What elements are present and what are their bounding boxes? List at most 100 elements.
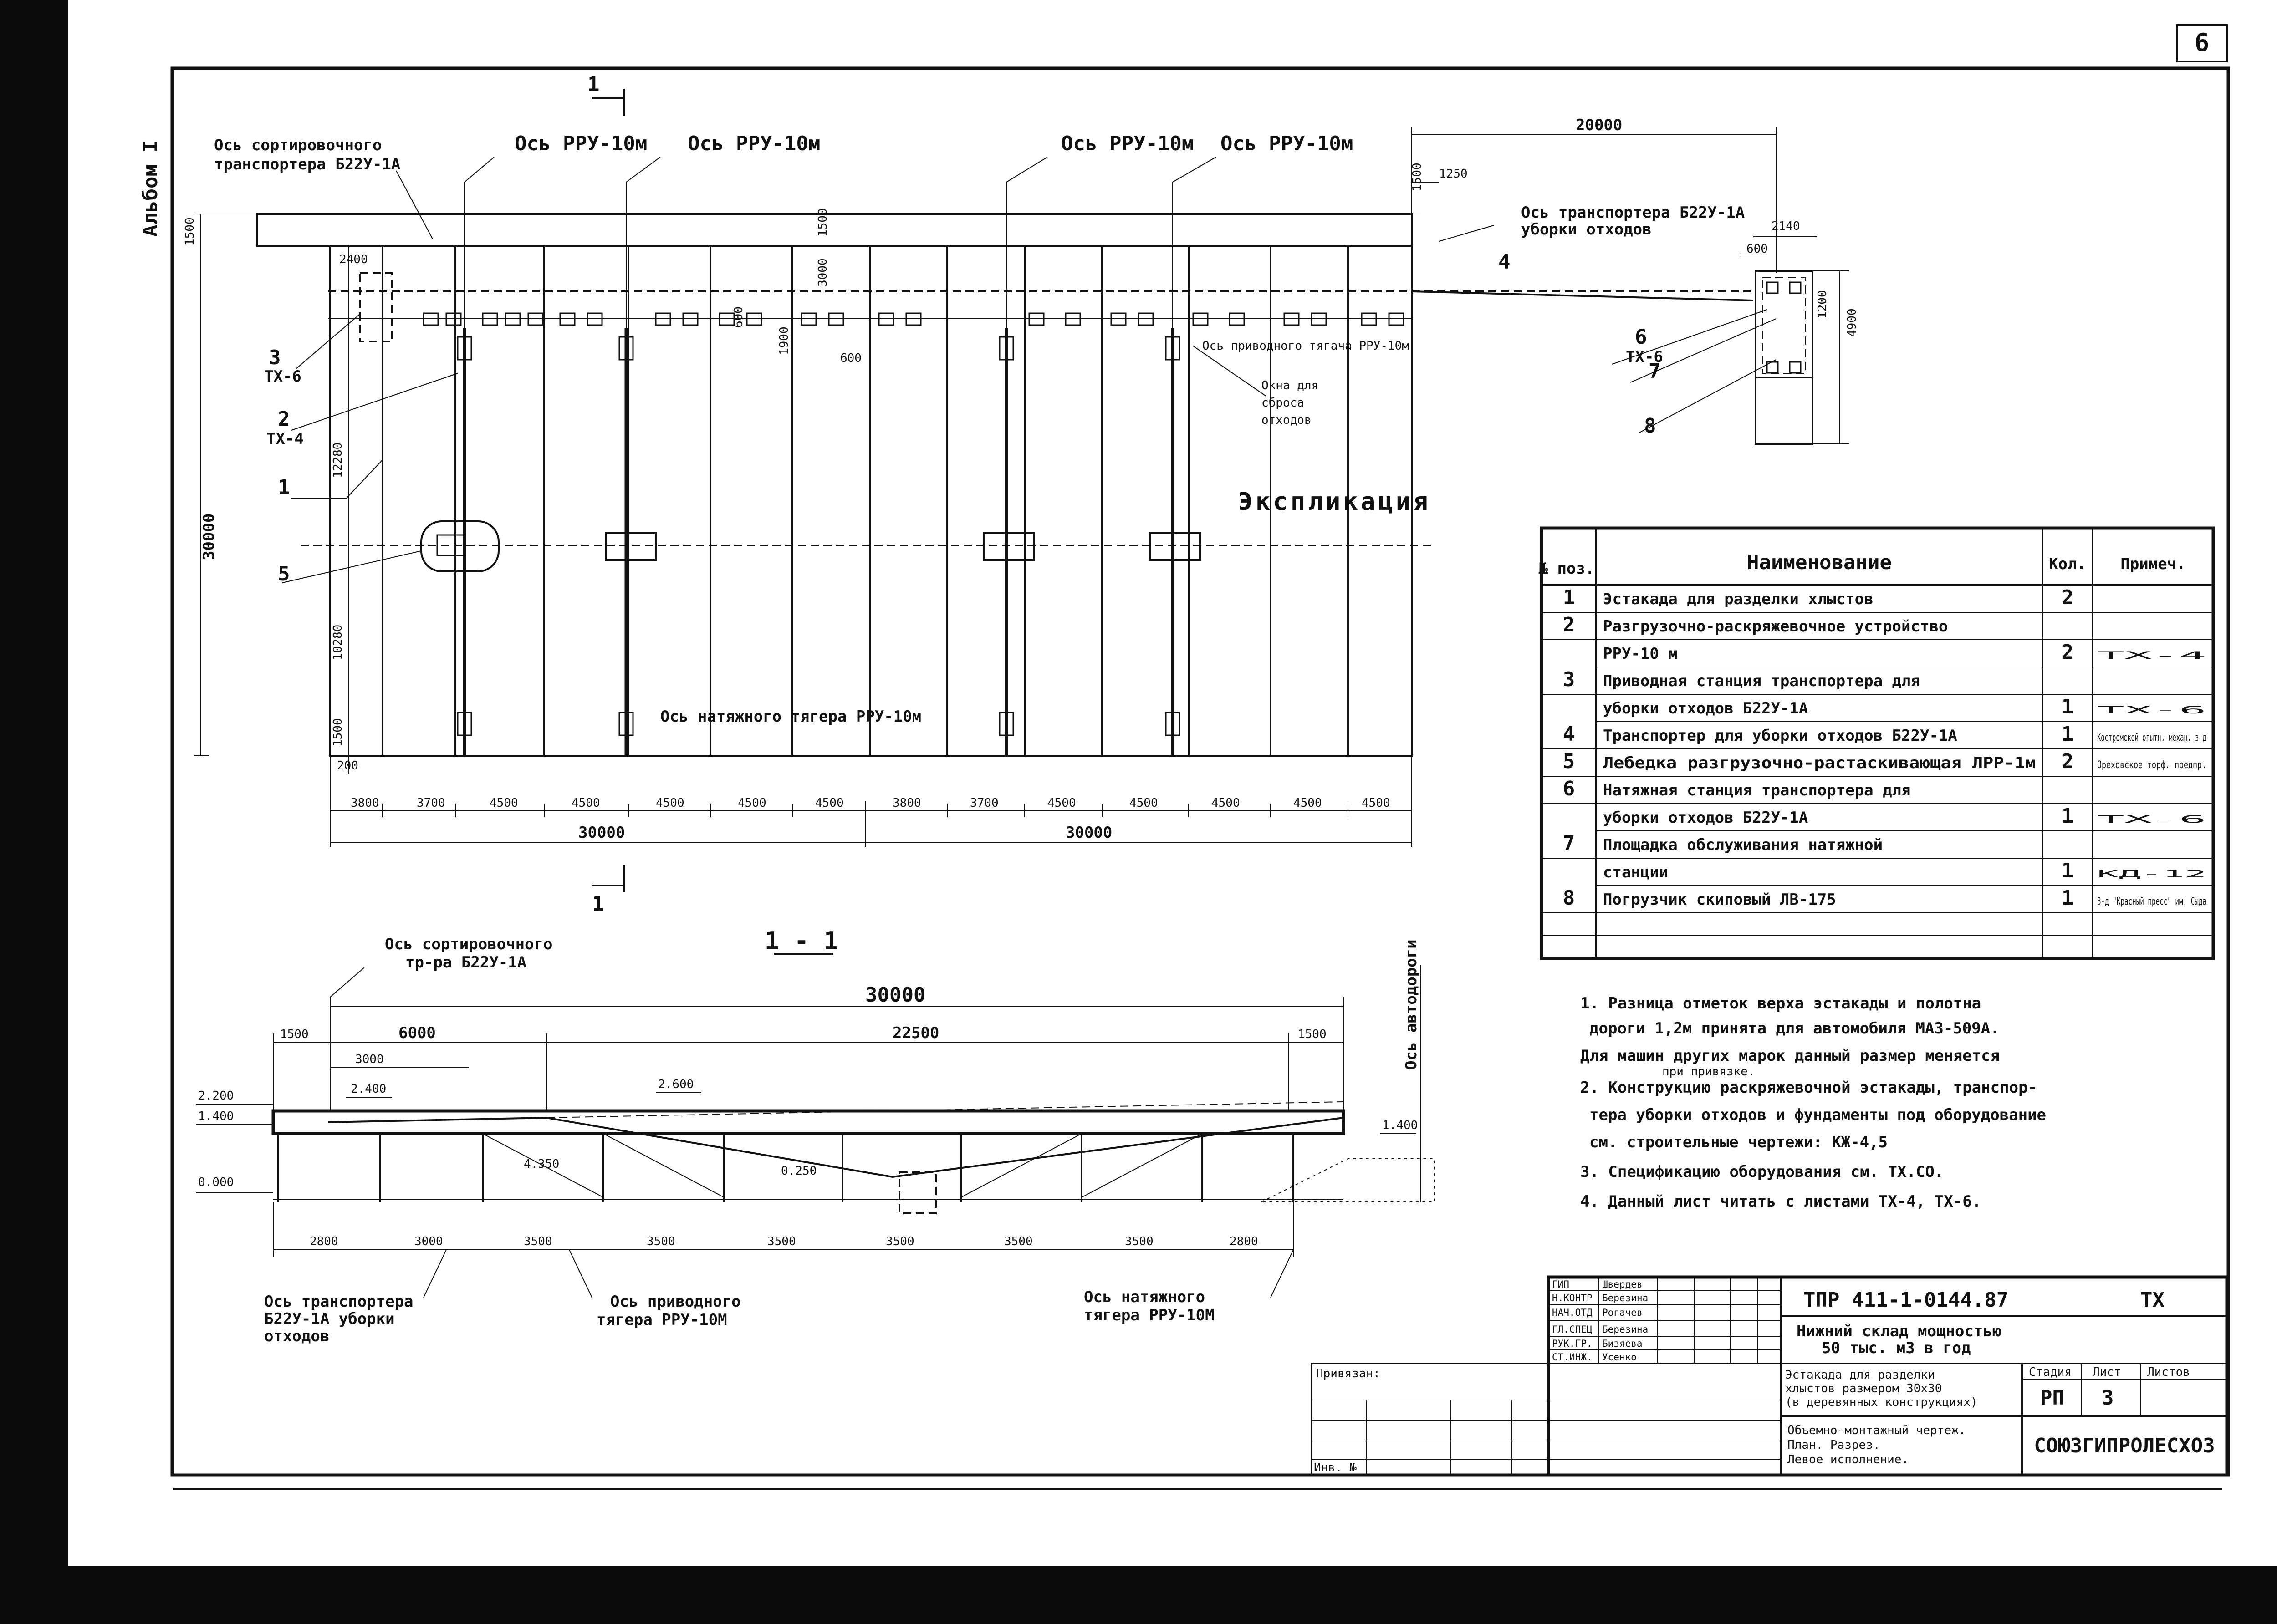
- windows-label-1: Окна для: [1261, 379, 1318, 392]
- spec-cell-pos: 4: [1563, 723, 1575, 746]
- plan-dim-b6: 4500: [815, 796, 844, 810]
- drive-station-outline: [359, 272, 393, 342]
- spec-cell-name: Площадка обслуживания натяжной: [1603, 836, 1883, 854]
- section-axis-drive-1: Ось приводного: [610, 1293, 741, 1311]
- plan-dim-b1: 3700: [417, 796, 445, 810]
- sheets-header: Листов: [2147, 1365, 2190, 1379]
- col-header-qty: Кол.: [2049, 555, 2086, 573]
- doc-mark: ТХ: [2140, 1288, 2165, 1312]
- plan-dim-4900: 4900: [1845, 308, 1859, 337]
- section-dim-b3: 3500: [647, 1235, 675, 1248]
- stamp-name: Березина: [1602, 1324, 1648, 1335]
- drawing-name-3: Левое исполнение.: [1787, 1453, 1909, 1466]
- binding-box: [1311, 1363, 1782, 1476]
- spec-cell-pos: 7: [1563, 832, 1575, 855]
- sheet-title-1: Эстакада для разделки: [1785, 1368, 1935, 1382]
- plan-dim-2140: 2140: [1772, 219, 1800, 233]
- level-2600: 2.600: [658, 1078, 694, 1091]
- axis-leaders: [396, 157, 1494, 397]
- plan-dim-600: 600: [1746, 242, 1768, 256]
- object-line-2: 50 тыс. м3 в год: [1822, 1339, 1971, 1357]
- axis-tension-station: Ось натяжного тягера РРУ-10м: [660, 708, 921, 726]
- plan-dim-1500-a: 1500: [183, 217, 197, 246]
- plan-dim-1500-side: 1500: [331, 718, 345, 747]
- pos-ref-tx4: ТХ-4: [266, 430, 304, 448]
- spec-cell-qty: 1: [2062, 859, 2074, 882]
- plan-dim-600-a: 600: [732, 306, 745, 328]
- scan-border-left: [0, 0, 68, 1624]
- section-axis-waste-2: Б22У-1А уборки: [264, 1310, 395, 1328]
- spec-cell-qty: 1: [2062, 804, 2074, 828]
- spec-cell-name: станции: [1603, 863, 1668, 881]
- spec-cell-note: КД-12: [2097, 869, 2206, 880]
- spec-cell-pos: 1: [1563, 586, 1575, 609]
- spec-cell-note: Костромской опытн.-механ. з-д: [2097, 732, 2206, 743]
- center-markers: [301, 532, 1435, 561]
- section-dim-b0: 2800: [310, 1235, 338, 1248]
- section-posts: [277, 1134, 1294, 1202]
- plan-dim-1500-right: 1500: [1410, 163, 1424, 191]
- stage-value: РП: [2040, 1386, 2064, 1410]
- pos-label-4: 4: [1498, 250, 1511, 274]
- section-slope-line: [546, 1101, 1344, 1118]
- rru-heads: [457, 336, 1180, 736]
- axis-rru-3: Ось РРУ-10м: [1061, 132, 1194, 155]
- section-mark-top: 1: [587, 73, 600, 96]
- section-deck: [271, 1109, 1345, 1135]
- spec-cell-note: З-д "Красный пресс" им. Сыда: [2097, 896, 2206, 907]
- pos-ref-tx6: ТХ-6: [264, 367, 301, 386]
- section-level-lines: [196, 1092, 1416, 1193]
- spec-cell-name: уборки отходов Б22У-1А: [1603, 809, 1808, 827]
- spec-cell-note: ТХ-4: [2097, 650, 2206, 662]
- plan-dim-b0: 3800: [351, 796, 379, 810]
- plan-dim-3000: 3000: [816, 258, 830, 287]
- note-line-0: 1. Разница отметок верха эстакады и поло…: [1580, 994, 1981, 1013]
- spec-cell-name: Погрузчик скиповый ЛВ-175: [1603, 891, 1836, 909]
- spec-cell-qty: 1: [2062, 886, 2074, 910]
- note-line-2: Для машин других марок данный размер мен…: [1580, 1047, 2000, 1065]
- level-1400: 1.400: [198, 1110, 234, 1123]
- section-axis-leaders: [330, 967, 1294, 1298]
- pos-label-3: 3: [269, 346, 281, 369]
- section-title: 1 - 1: [765, 927, 839, 955]
- spec-cell-qty: 2: [2062, 750, 2074, 773]
- spec-cell-qty: 1: [2062, 695, 2074, 718]
- table-row-lines: [1542, 612, 2213, 936]
- level-2200: 2.200: [198, 1089, 234, 1103]
- section-dim-b4: 3500: [767, 1235, 796, 1248]
- plan-bottom-dimension-ticks: [382, 804, 1348, 817]
- plan-dim-b8: 3700: [970, 796, 999, 810]
- axis-waste-conveyor-1: Ось транспортера Б22У-1А: [1521, 204, 1745, 222]
- section-dim-1500-right: 1500: [1298, 1028, 1327, 1041]
- plan-dim-b9: 4500: [1047, 796, 1076, 810]
- section-axis-waste-1: Ось транспортера: [264, 1293, 414, 1311]
- stamp-name: Березина: [1602, 1293, 1648, 1303]
- sheet-number-box: [2176, 24, 2228, 62]
- note-line-6: см. строительные чертежи: КЖ-4,5: [1589, 1133, 1888, 1151]
- section-axis-tension-1: Ось натяжного: [1084, 1288, 1205, 1306]
- pos-label-7: 7: [1649, 360, 1661, 383]
- axis-rru-4: Ось РРУ-10м: [1220, 132, 1353, 155]
- note-line-1: дороги 1,2м принята для автомобиля МАЗ-5…: [1589, 1019, 2000, 1038]
- plan-dim-600-b: 600: [840, 351, 862, 365]
- level-0000: 0.000: [198, 1176, 234, 1189]
- drawing-name-2: План. Разрез.: [1787, 1438, 1880, 1452]
- section-dim-b6: 3500: [1004, 1235, 1033, 1248]
- spec-cell-name: Эстакада для разделки хлыстов: [1603, 590, 1874, 608]
- sheet-title-3: (в деревянных конструкциях): [1785, 1395, 1978, 1409]
- plan-dim-10280: 10280: [331, 625, 345, 660]
- plan-dim-1200: 1200: [1816, 290, 1829, 319]
- section-dim-b5: 3500: [886, 1235, 914, 1248]
- level-1400-road: 1.400: [1382, 1119, 1418, 1132]
- drawing-name-1: Объемно-монтажный чертеж.: [1787, 1424, 1966, 1437]
- stage-header: Стадия: [2029, 1365, 2072, 1379]
- sheet-title-2: хлыстов размером 30х30: [1785, 1382, 1942, 1395]
- spec-cell-pos: 3: [1563, 668, 1575, 691]
- platform-outline: [329, 245, 1413, 757]
- section-dim-30000: 30000: [865, 983, 925, 1007]
- windows-label-3: отходов: [1261, 413, 1312, 427]
- section-axis-sort-1: Ось сортировочного: [385, 935, 552, 953]
- plan-dim-b12: 4500: [1293, 796, 1322, 810]
